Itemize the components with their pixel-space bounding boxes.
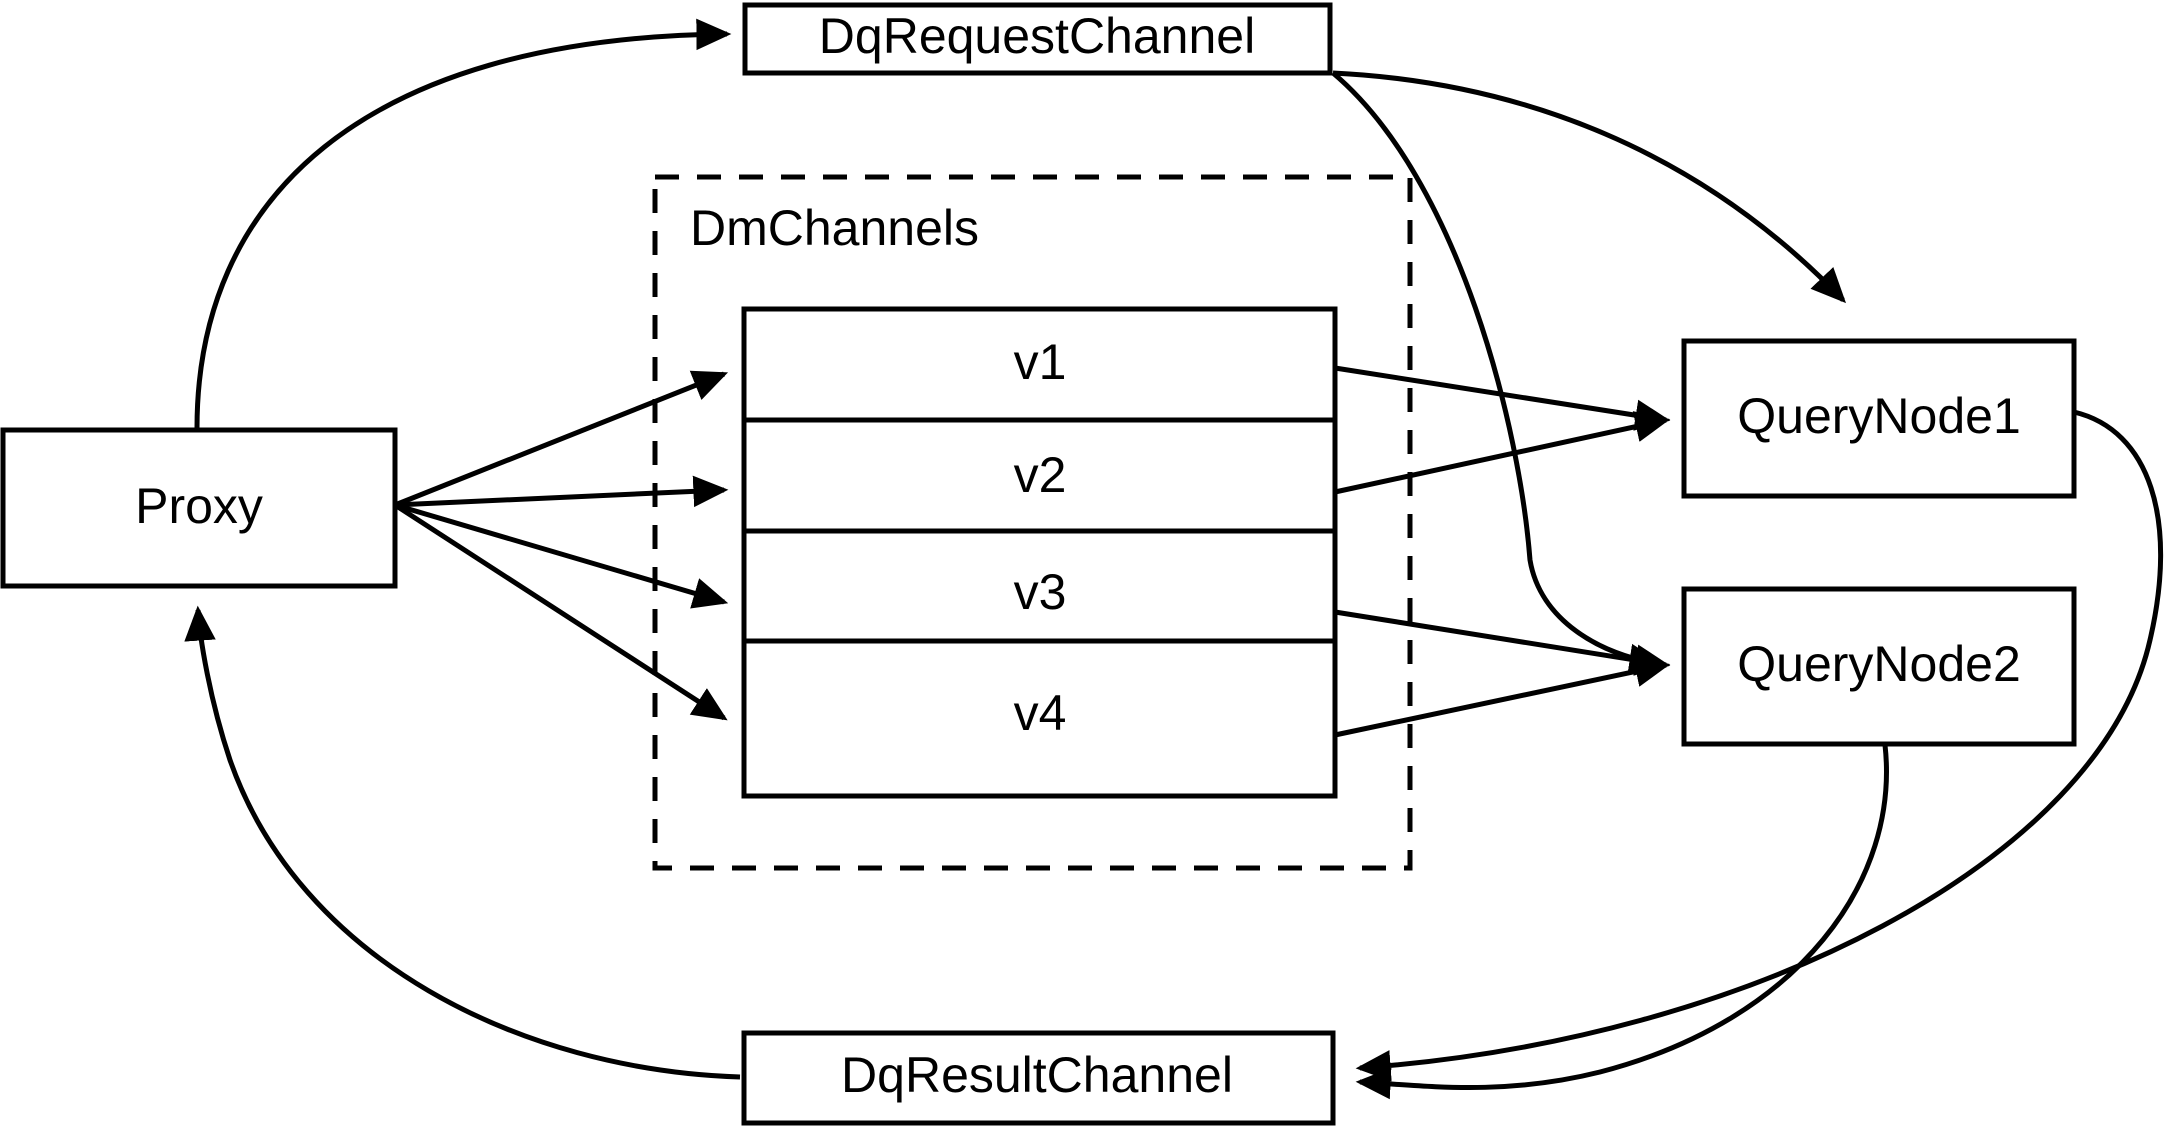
channel-row-label-v3: v3 xyxy=(1014,564,1067,620)
edge-proxy-to-v1 xyxy=(394,370,729,508)
channel-row-label-v2: v2 xyxy=(1014,447,1067,503)
edge-v1-to-querynode1 xyxy=(1334,365,1671,431)
channel-row-label-v1: v1 xyxy=(1014,334,1067,390)
node-querynode2[interactable] xyxy=(1681,586,2077,747)
dmchannels-table xyxy=(741,306,1338,799)
edge-dqrequestchannel-to-querynode2 xyxy=(1331,71,1665,676)
edges-group xyxy=(184,18,2164,1100)
proxy-label: Proxy xyxy=(135,478,263,534)
channel-row-label-v4: v4 xyxy=(1014,685,1067,741)
querynode2-label: QueryNode2 xyxy=(1737,636,2021,692)
dqresultchannel-label: DqResultChannel xyxy=(841,1047,1233,1103)
edge-querynode2-to-dqresultchannel xyxy=(1355,744,1889,1100)
edge-v2-to-querynode1 xyxy=(1334,411,1671,495)
node-proxy[interactable] xyxy=(0,427,398,589)
edge-querynode1-to-dqresultchannel xyxy=(1355,409,2164,1082)
dmchannels-label: DmChannels xyxy=(690,200,979,256)
edge-proxy-to-v4 xyxy=(393,502,728,721)
edge-v3-to-querynode2 xyxy=(1334,609,1671,676)
edge-v4-to-querynode2 xyxy=(1334,655,1671,738)
querynode1-label: QueryNode1 xyxy=(1737,388,2021,444)
node-dqrequestchannel[interactable] xyxy=(742,2,1333,76)
edge-proxy-to-dqrequestchannel xyxy=(194,18,732,429)
edge-dqresultchannel-to-proxy xyxy=(184,605,741,1080)
group-dmchannels xyxy=(652,174,1413,871)
node-dqresultchannel[interactable] xyxy=(741,1030,1336,1126)
edge-proxy-to-v2 xyxy=(394,475,729,508)
edge-proxy-to-v3 xyxy=(394,502,729,609)
node-querynode1[interactable] xyxy=(1681,338,2077,499)
dqrequestchannel-label: DqRequestChannel xyxy=(819,8,1255,64)
edge-dqrequestchannel-to-querynode1 xyxy=(1332,70,1847,304)
